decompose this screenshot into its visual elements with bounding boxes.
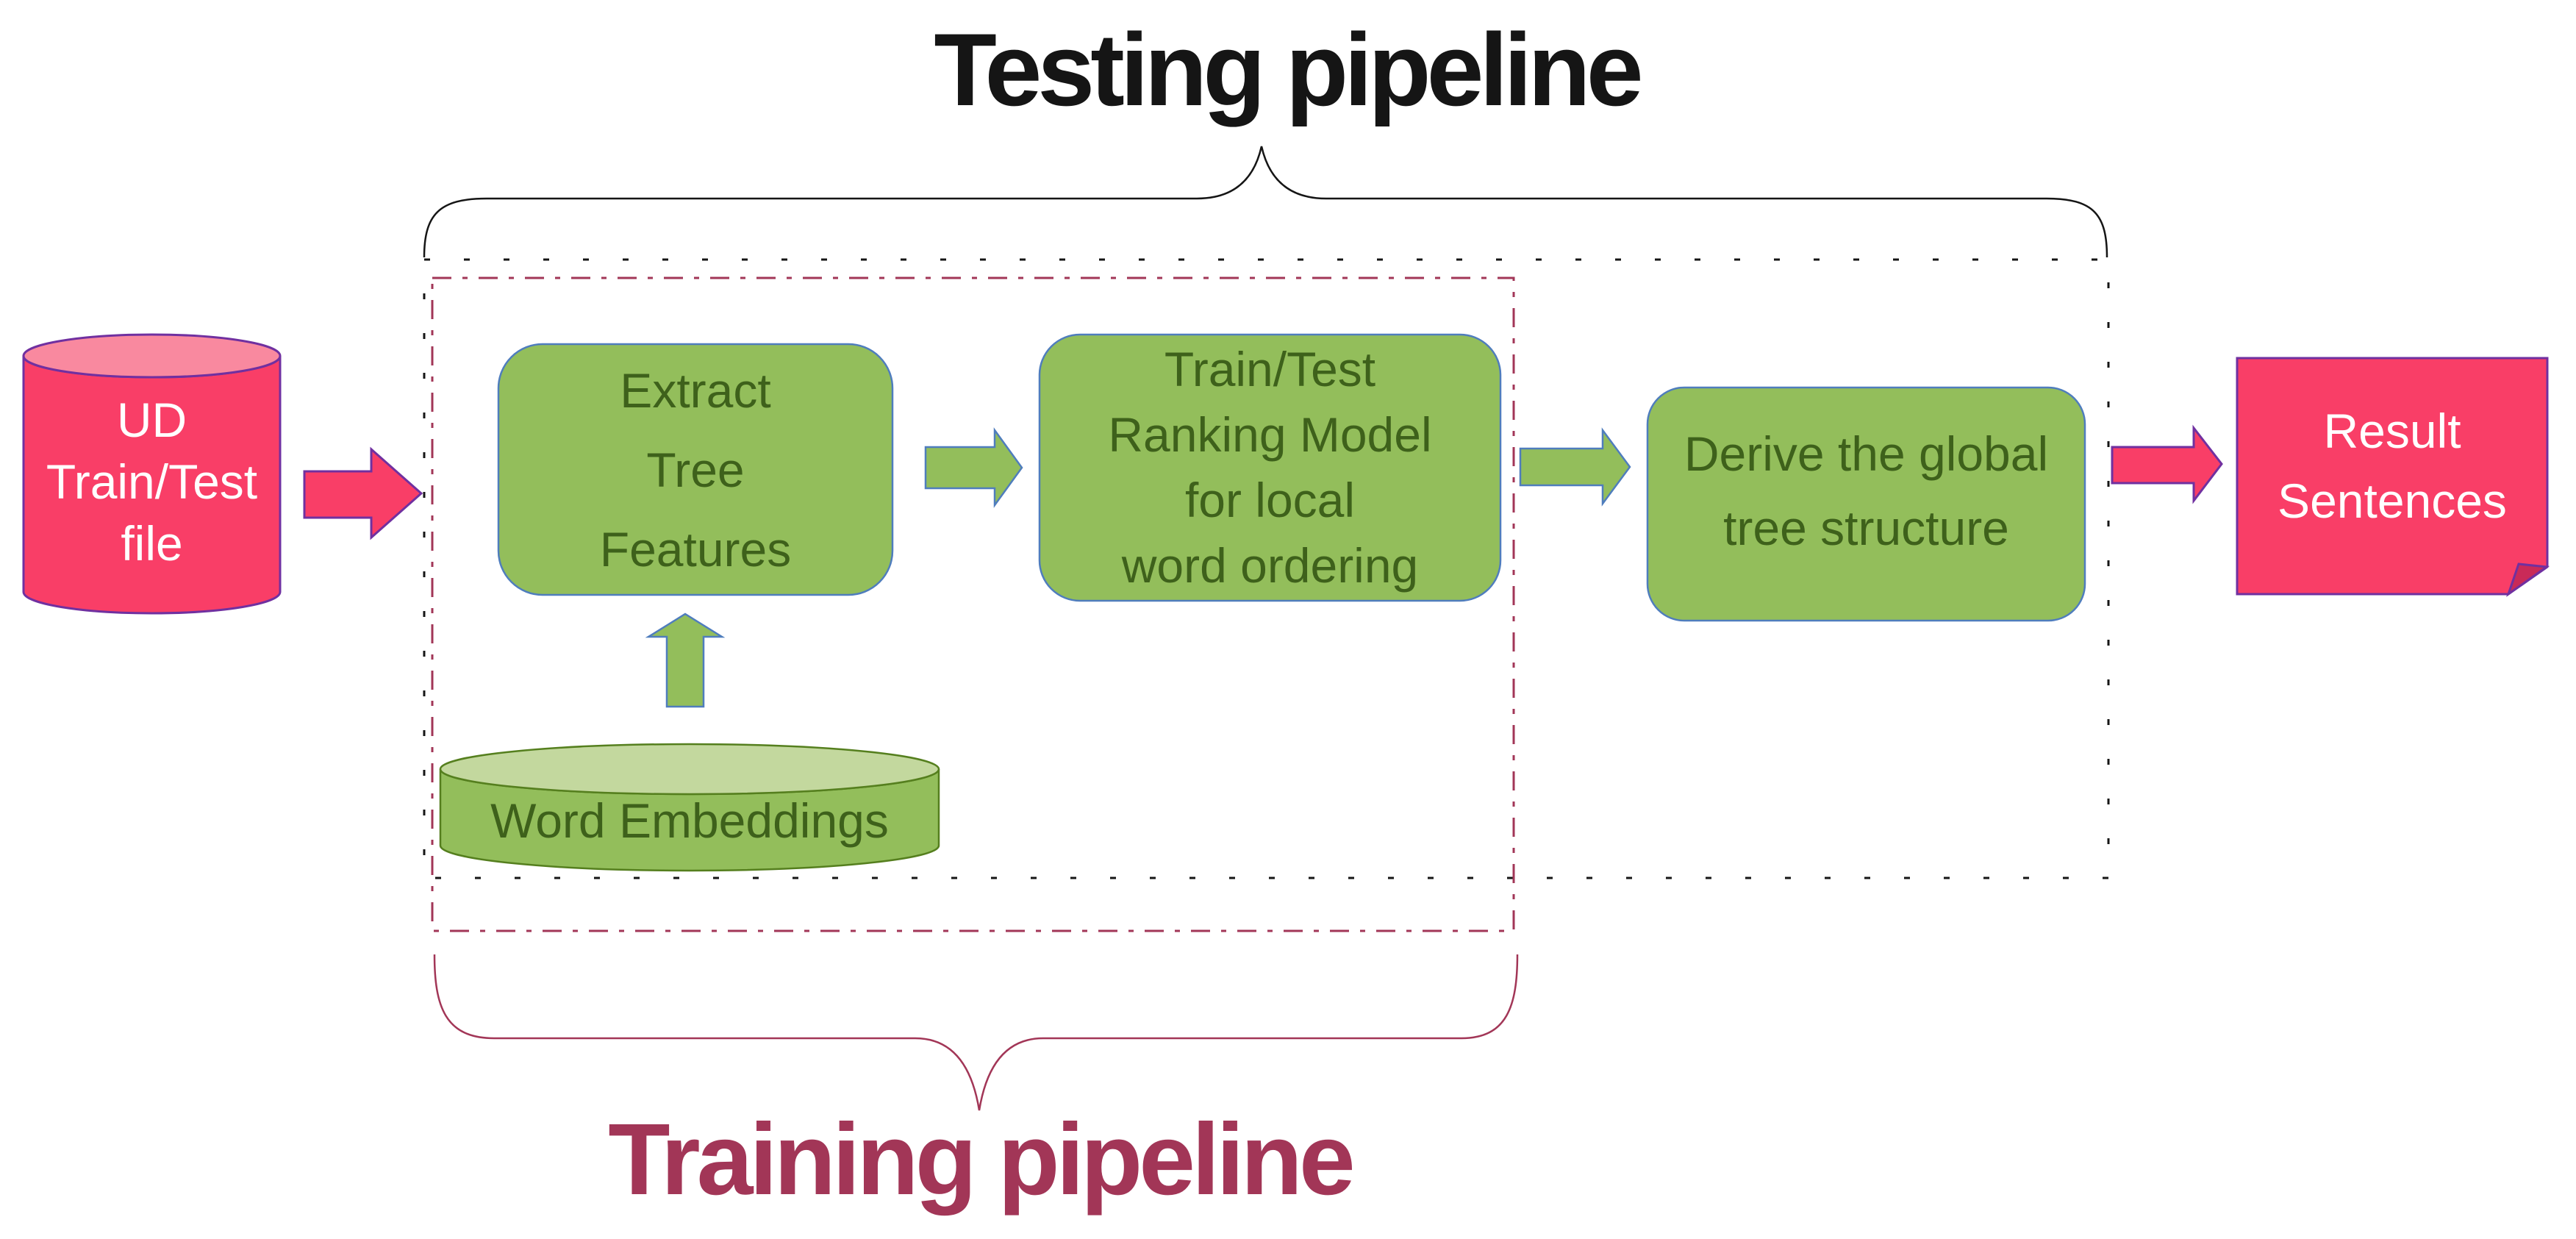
- extract-features-label: Extract Tree Features: [498, 344, 892, 595]
- ud-database-label-line2: Train/Test: [46, 454, 258, 509]
- embeddings-up-arrow-icon: [645, 613, 726, 708]
- testing-brace-icon: [423, 146, 2108, 258]
- ranking-model-box: [1038, 333, 1502, 602]
- result-note-fold-icon: [2506, 563, 2550, 597]
- testing-pipeline-title: Testing pipeline: [934, 12, 1643, 127]
- input-arrow-icon: [303, 446, 423, 540]
- ud-database-label: UD Train/Test file: [24, 356, 280, 592]
- extract-features-box: [497, 343, 894, 596]
- training-brace-icon: [433, 954, 1519, 1111]
- derive-tree-label: Derive the global tree structure: [1647, 388, 2085, 621]
- result-note-label: Result Sentences: [2237, 358, 2547, 594]
- arrow-extract-to-ranking-icon: [924, 427, 1023, 508]
- ud-database-label-line3: file: [121, 515, 183, 571]
- result-note-label-line2: Sentences: [2278, 473, 2507, 528]
- ranking-model-label-line1: Train/Test: [1164, 342, 1376, 396]
- extract-features-label-line2: Tree: [646, 442, 745, 497]
- derive-tree-box: [1646, 386, 2086, 622]
- result-note-label-line1: Result: [2323, 403, 2461, 458]
- output-arrow-icon: [2111, 424, 2223, 504]
- derive-tree-label-line1: Derive the global: [1684, 426, 2049, 481]
- extract-features-label-line3: Features: [599, 521, 792, 576]
- ud-database-label-line1: UD: [116, 392, 187, 447]
- ranking-model-label: Train/Test Ranking Model for local word …: [1040, 335, 1500, 601]
- word-embeddings-cylinder-top: [439, 743, 940, 796]
- ranking-model-label-line3: for local: [1184, 473, 1356, 527]
- ud-database-cylinder-top: [22, 333, 282, 379]
- arrow-ranking-to-derive-icon: [1519, 427, 1631, 507]
- word-embeddings-label-line1: Word Embeddings: [490, 793, 889, 848]
- ranking-model-label-line2: Ranking Model: [1108, 407, 1432, 462]
- derive-tree-label-line2: tree structure: [1723, 500, 2009, 555]
- training-pipeline-title: Training pipeline: [608, 1103, 1355, 1216]
- extract-features-label-line1: Extract: [620, 363, 771, 418]
- ranking-model-label-line4: word ordering: [1121, 538, 1419, 593]
- word-embeddings-label: Word Embeddings: [440, 771, 939, 871]
- training-pipeline-boundary: [431, 276, 1515, 932]
